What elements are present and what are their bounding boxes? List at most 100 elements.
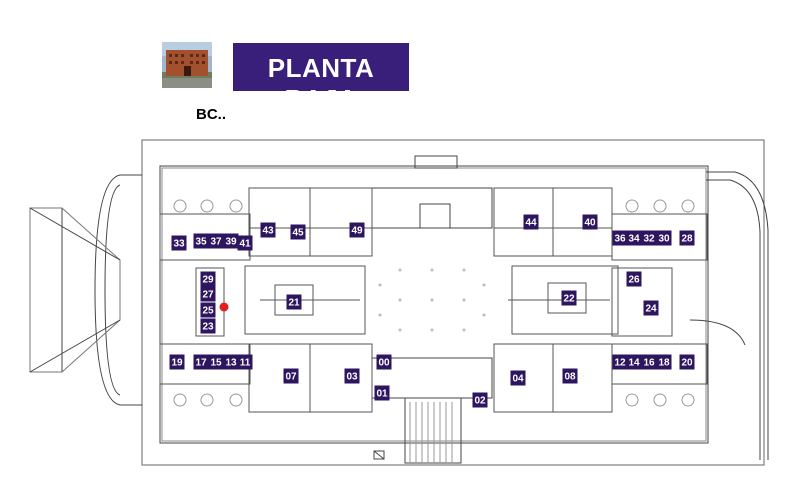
room-label-bg <box>643 300 659 316</box>
room-label-35[interactable]: 35 <box>193 233 209 249</box>
room-number: 36 <box>614 234 626 245</box>
room-label-18[interactable]: 18 <box>656 354 672 370</box>
room-label-11[interactable]: 11 <box>237 354 253 370</box>
room-label-bg <box>260 222 276 238</box>
room-label-bg <box>200 318 216 334</box>
room-label-bg <box>193 354 209 370</box>
room-number: 19 <box>171 358 183 369</box>
room-label-04[interactable]: 04 <box>510 370 526 386</box>
room-label-07[interactable]: 07 <box>283 368 299 384</box>
building-photo-thumbnail <box>162 42 212 88</box>
room-label-20[interactable]: 20 <box>679 354 695 370</box>
room-number: 11 <box>240 358 251 369</box>
room-label-03[interactable]: 03 <box>344 368 360 384</box>
room-number: 33 <box>173 239 185 250</box>
room-label-bg <box>290 224 306 240</box>
room-label-22[interactable]: 22 <box>561 290 577 306</box>
room-label-27[interactable]: 27 <box>200 286 216 302</box>
room-number: 21 <box>288 298 300 309</box>
room-label-bg <box>626 230 642 246</box>
location-marker-icon <box>219 302 229 312</box>
room-number: 43 <box>262 226 274 237</box>
room-label-00[interactable]: 00 <box>376 354 392 370</box>
room-label-40[interactable]: 40 <box>582 214 598 230</box>
room-label-36[interactable]: 36 <box>612 230 628 246</box>
room-label-02[interactable]: 02 <box>472 392 488 408</box>
room-number: 34 <box>628 234 640 245</box>
room-label-bg <box>472 392 488 408</box>
room-label-28[interactable]: 28 <box>679 230 695 246</box>
room-label-bg <box>523 214 539 230</box>
room-label-bg <box>208 354 224 370</box>
room-label-bg <box>169 354 185 370</box>
room-label-bg <box>679 354 695 370</box>
room-number: 18 <box>658 358 670 369</box>
room-number: 14 <box>628 358 640 369</box>
room-number: 26 <box>628 275 640 286</box>
room-number: 27 <box>202 290 214 301</box>
room-number: 25 <box>202 306 214 317</box>
room-number: 41 <box>239 239 251 250</box>
room-label-bg <box>561 290 577 306</box>
room-label-45[interactable]: 45 <box>290 224 306 240</box>
room-label-08[interactable]: 08 <box>562 368 578 384</box>
room-label-bg <box>612 230 628 246</box>
room-label-bg <box>237 354 253 370</box>
room-label-32[interactable]: 32 <box>641 230 657 246</box>
room-label-43[interactable]: 43 <box>260 222 276 238</box>
room-number: 02 <box>474 396 486 407</box>
room-label-bg <box>641 230 657 246</box>
room-number: 39 <box>225 237 237 248</box>
room-label-19[interactable]: 19 <box>169 354 185 370</box>
room-label-17[interactable]: 17 <box>193 354 209 370</box>
room-label-bg <box>626 271 642 287</box>
room-label-39[interactable]: 39 <box>223 233 239 249</box>
room-label-bg <box>200 286 216 302</box>
room-label-13[interactable]: 13 <box>223 354 239 370</box>
room-number: 08 <box>564 372 576 383</box>
room-number: 44 <box>525 218 537 229</box>
room-number: 29 <box>202 275 214 286</box>
room-number: 40 <box>584 218 596 229</box>
room-number: 23 <box>202 322 214 333</box>
room-label-bg <box>208 233 224 249</box>
room-number: 20 <box>681 358 693 369</box>
room-label-30[interactable]: 30 <box>656 230 672 246</box>
room-label-29[interactable]: 29 <box>200 271 216 287</box>
room-label-bg <box>679 230 695 246</box>
room-label-34[interactable]: 34 <box>626 230 642 246</box>
room-number: 07 <box>285 372 297 383</box>
room-label-37[interactable]: 37 <box>208 233 224 249</box>
room-label-25[interactable]: 25 <box>200 302 216 318</box>
floor-title-banner: PLANTA BAJA <box>231 41 411 114</box>
room-label-24[interactable]: 24 <box>643 300 659 316</box>
room-label-bg <box>200 302 216 318</box>
room-number: 15 <box>210 358 222 369</box>
room-label-12[interactable]: 12 <box>612 354 628 370</box>
room-number: 49 <box>351 226 363 237</box>
room-label-01[interactable]: 01 <box>374 385 390 401</box>
building-code-label: BC.. <box>196 106 226 123</box>
room-number: 04 <box>512 374 524 385</box>
room-label-26[interactable]: 26 <box>626 271 642 287</box>
room-label-33[interactable]: 33 <box>171 235 187 251</box>
room-label-bg <box>626 354 642 370</box>
room-number: 16 <box>643 358 655 369</box>
room-label-49[interactable]: 49 <box>349 222 365 238</box>
room-label-41[interactable]: 41 <box>237 235 253 251</box>
room-label-bg <box>171 235 187 251</box>
room-label-bg <box>562 368 578 384</box>
room-number: 32 <box>643 234 655 245</box>
room-label-bg <box>237 235 253 251</box>
room-label-bg <box>656 354 672 370</box>
room-label-15[interactable]: 15 <box>208 354 224 370</box>
room-label-23[interactable]: 23 <box>200 318 216 334</box>
room-number: 17 <box>195 358 207 369</box>
room-number: 28 <box>681 234 693 245</box>
floor-title: PLANTA BAJA <box>267 53 375 114</box>
room-label-16[interactable]: 16 <box>641 354 657 370</box>
room-label-44[interactable]: 44 <box>523 214 539 230</box>
room-number: 01 <box>376 389 388 400</box>
room-label-21[interactable]: 21 <box>286 294 302 310</box>
room-label-14[interactable]: 14 <box>626 354 642 370</box>
